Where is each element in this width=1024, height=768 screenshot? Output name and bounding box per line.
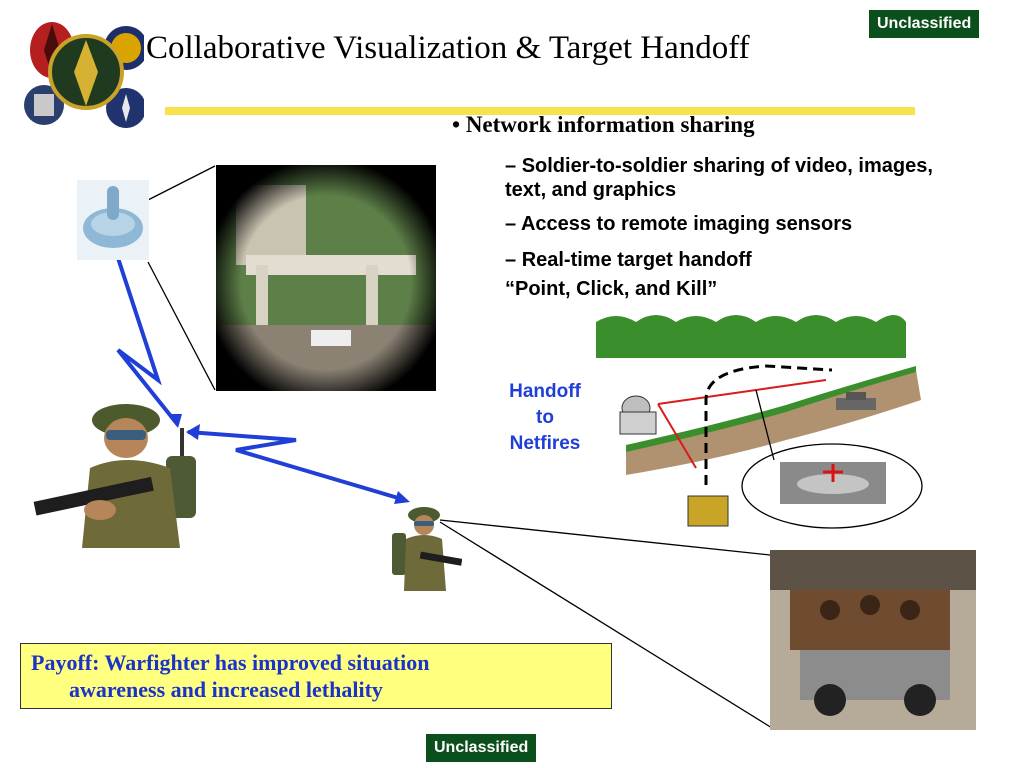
bullet-dot: •	[452, 112, 461, 137]
sub-bullet-3: – Real-time target handoff	[505, 248, 752, 272]
crowd-truck-image	[770, 550, 976, 730]
dash: –	[505, 155, 522, 177]
handoff-label-line3: Netfires	[509, 433, 581, 454]
unit-emblems-logo	[24, 22, 144, 128]
classification-badge-bottom: Unclassified	[426, 734, 537, 762]
title-underline	[165, 107, 915, 115]
payoff-line1: Payoff: Warfighter has improved situatio…	[31, 650, 430, 675]
video-feed-image	[216, 165, 436, 391]
slide-title: Collaborative Visualization & Target Han…	[146, 30, 750, 66]
bullet-main-text: Network information sharing	[465, 112, 755, 137]
uav-sensor-icon	[77, 180, 149, 260]
sub-bullet-1: – Soldier-to-soldier sharing of video, i…	[505, 154, 975, 202]
street-scene-picture	[216, 165, 436, 391]
sub-bullet-2-text: Access to remote imaging sensors	[520, 213, 853, 235]
handoff-label-line2: to	[536, 407, 554, 428]
handoff-label: Handoff to Netfires	[500, 379, 590, 457]
payoff-callout: Payoff: Warfighter has improved situatio…	[20, 643, 612, 709]
classification-badge-top: Unclassified	[869, 10, 980, 38]
handoff-label-line1: Handoff	[509, 381, 581, 402]
target-handoff-scene	[596, 315, 923, 529]
truck-scene-picture	[770, 550, 976, 730]
sub-bullet-2: – Access to remote imaging sensors	[505, 212, 852, 236]
payoff-line2: awareness and increased lethality	[69, 677, 383, 702]
dash: –	[505, 249, 522, 271]
sub-bullet-1-text: Soldier-to-soldier sharing of video, ima…	[505, 155, 933, 201]
soldier-small-figure	[392, 507, 462, 591]
sub-bullet-3-text: Real-time target handoff	[521, 249, 752, 271]
dash: –	[505, 213, 521, 235]
quote-text: “Point, Click, and Kill”	[505, 278, 718, 300]
bullet-main: • Network information sharing	[452, 112, 755, 138]
soldier-large-figure	[33, 404, 196, 548]
